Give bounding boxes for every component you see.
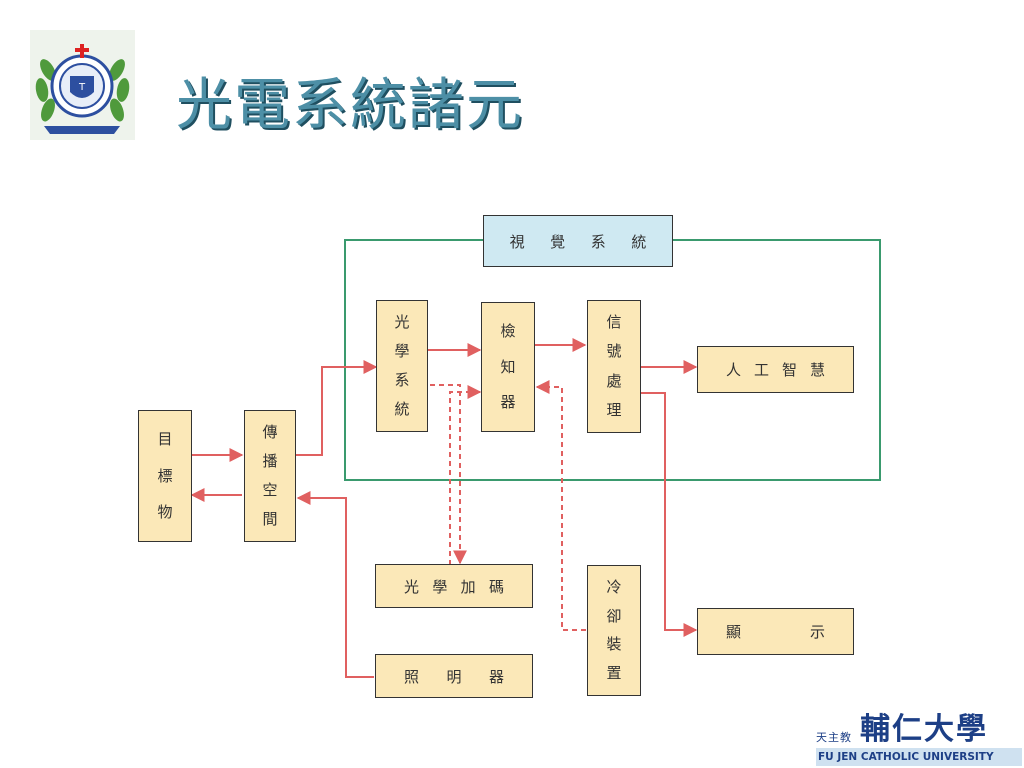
- display-char: 示: [809, 623, 825, 641]
- ai-char: 工: [753, 361, 769, 379]
- artificial-intelligence-box: 人 工 智 慧: [697, 346, 854, 393]
- illuminator-char: 明: [446, 667, 462, 686]
- signal-char: 號: [606, 342, 622, 361]
- cooling-char: 冷: [606, 577, 622, 596]
- vision-char: 系: [590, 232, 606, 251]
- brand-english-name: FU JEN CATHOLIC UNIVERSITY: [816, 748, 1022, 766]
- target-char: 標: [157, 466, 173, 485]
- detector-char: 檢: [500, 321, 516, 340]
- detector-char: 知: [500, 357, 516, 376]
- propagation-space-box: 傳 播 空 間: [244, 410, 296, 542]
- ai-char: 慧: [809, 361, 825, 379]
- illuminator-char: 照: [404, 667, 420, 686]
- signal-char: 處: [606, 371, 622, 390]
- coding-char: 光: [404, 577, 420, 596]
- optics-char: 光: [394, 313, 410, 331]
- optics-char: 統: [394, 400, 410, 418]
- vision-char: 視: [509, 232, 525, 251]
- vision-char: 統: [631, 232, 647, 251]
- cooling-char: 卻: [606, 606, 622, 625]
- display-char: 顯: [726, 623, 742, 641]
- display-box: 顯 示: [697, 608, 854, 655]
- ai-char: 人: [726, 361, 742, 379]
- university-brand-logo: 天主教 輔仁大學 FU JEN CATHOLIC UNIVERSITY: [816, 705, 1022, 766]
- cooling-device-box: 冷 卻 裝 置: [587, 565, 641, 696]
- brand-chinese-name: 輔仁大學: [860, 712, 988, 747]
- cooling-char: 置: [606, 664, 622, 683]
- coding-char: 加: [460, 577, 476, 596]
- signal-processing-box: 信 號 處 理: [587, 300, 641, 433]
- optics-char: 學: [394, 342, 410, 360]
- propagation-char: 傳: [262, 423, 278, 441]
- university-emblem-logo: T: [30, 30, 135, 140]
- optoelectronic-system-diagram: 視 覺 系 統 目 標 物 傳 播 空 間 光 學 系 統 檢 知 器 信 號 …: [130, 205, 890, 705]
- detector-box: 檢 知 器: [481, 302, 535, 432]
- optical-system-box: 光 學 系 統: [376, 300, 428, 432]
- signal-char: 理: [606, 400, 622, 419]
- signal-char: 信: [606, 313, 622, 332]
- detector-char: 器: [500, 393, 516, 412]
- illuminator-char: 器: [488, 667, 504, 686]
- illuminator-box: 照 明 器: [375, 654, 533, 698]
- vision-char: 覺: [550, 232, 566, 251]
- target-object-box: 目 標 物: [138, 410, 192, 542]
- ai-char: 智: [781, 361, 797, 379]
- target-char: 目: [157, 430, 173, 449]
- optical-coding-box: 光 學 加 碼: [375, 564, 533, 608]
- brand-small-text: 天主教: [816, 731, 852, 744]
- coding-char: 學: [432, 577, 448, 596]
- vision-system-label: 視 覺 系 統: [483, 215, 673, 267]
- target-char: 物: [157, 502, 173, 521]
- propagation-char: 播: [262, 452, 278, 470]
- optics-char: 系: [394, 371, 410, 389]
- coding-char: 碼: [488, 577, 504, 596]
- propagation-char: 間: [262, 510, 278, 528]
- slide-title: 光電系統諸元: [176, 73, 524, 138]
- propagation-char: 空: [262, 481, 278, 499]
- svg-text:T: T: [78, 82, 86, 93]
- cooling-char: 裝: [606, 635, 622, 654]
